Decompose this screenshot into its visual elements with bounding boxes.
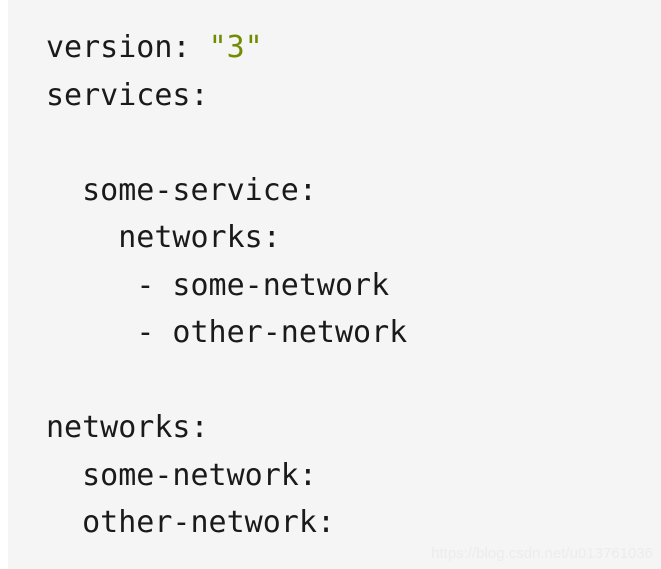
code-token-plain: some-network: [154, 267, 390, 303]
code-token-key: services: [46, 77, 191, 113]
code-indent: [46, 268, 136, 303]
code-token-key: version: [46, 30, 173, 65]
code-line: some-service:: [46, 167, 661, 215]
code-token-dash: -: [136, 267, 155, 303]
code-token-key: networks: [46, 410, 191, 445]
code-indent: [46, 315, 136, 350]
code-token-key: networks: [118, 220, 263, 255]
yaml-code-listing[interactable]: version: "3" services: some-service: net…: [46, 24, 661, 547]
code-token-dash: -: [136, 315, 155, 350]
code-token-punct: :: [298, 172, 317, 208]
code-line: networks:: [46, 214, 661, 262]
code-indent: [46, 458, 82, 493]
code-indent: [46, 173, 82, 208]
code-line: - some-network: [46, 262, 661, 310]
code-line: some-network:: [46, 452, 661, 500]
code-token-punct: :: [316, 505, 335, 540]
code-line: - other-network: [46, 309, 661, 357]
code-line: other-network:: [46, 499, 661, 547]
code-token-key: some-network: [82, 457, 299, 493]
code-token-key: other-network: [82, 505, 317, 540]
code-block-panel: version: "3" services: some-service: net…: [8, 0, 661, 569]
code-token-string: "3": [208, 30, 263, 65]
code-indent: [46, 220, 118, 255]
code-token-punct: :: [172, 30, 191, 65]
code-token-punct: :: [262, 220, 281, 255]
code-line: version: "3": [46, 24, 661, 72]
code-token-key: some-service: [82, 172, 299, 208]
code-token-plain: [191, 30, 209, 65]
code-token-punct: :: [298, 457, 317, 493]
csdn-watermark: https://blog.csdn.net/u013761036: [431, 545, 653, 562]
code-line: networks:: [46, 404, 661, 452]
code-line-blank: [46, 119, 661, 167]
code-line: services:: [46, 72, 661, 120]
code-token-plain: other-network: [154, 315, 408, 350]
code-indent: [46, 505, 82, 540]
code-token-punct: :: [190, 77, 209, 113]
code-token-punct: :: [190, 410, 209, 445]
code-line-blank: [46, 357, 661, 405]
